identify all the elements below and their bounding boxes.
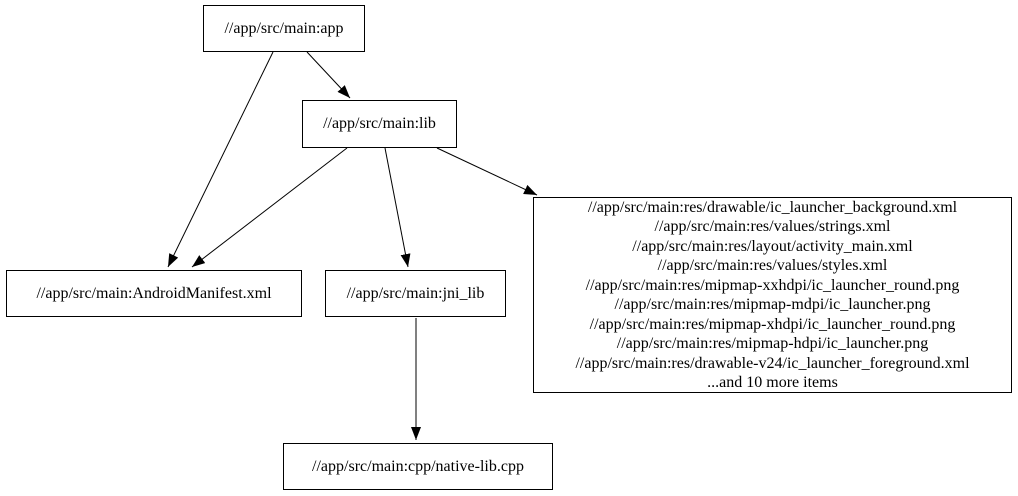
edge-app-to-manifest — [167, 51, 274, 268]
resource-line: //app/src/main:res/values/styles.xml — [657, 257, 888, 274]
edge-app-to-lib — [306, 51, 351, 99]
graph-node-android-manifest: //app/src/main:AndroidManifest.xml — [6, 270, 302, 317]
edge-lib-to-manifest — [191, 147, 348, 268]
resource-line: //app/src/main:res/drawable-v24/ic_launc… — [575, 354, 970, 372]
graph-node-jni-lib-label: //app/src/main:jni_lib — [346, 284, 485, 302]
resource-line: //app/src/main:res/values/strings.xml — [654, 218, 891, 235]
resource-line: //app/src/main:res/drawable/ic_launcher_… — [587, 198, 958, 216]
graph-node-lib: //app/src/main:lib — [302, 100, 457, 148]
resource-line: //app/src/main:res/mipmap-hdpi/ic_launch… — [616, 335, 929, 352]
graph-node-native-lib-cpp-label: //app/src/main:cpp/native-lib.cpp — [312, 457, 524, 475]
resource-line: //app/src/main:res/layout/activity_main.… — [632, 237, 913, 255]
graph-node-resources: //app/src/main:res/drawable/ic_launcher_… — [533, 197, 1012, 393]
edge-group — [167, 51, 538, 440]
resource-line: ...and 10 more items — [707, 374, 838, 391]
resource-line: //app/src/main:res/mipmap-mdpi/ic_launch… — [614, 296, 931, 313]
graph-node-app: //app/src/main:app — [203, 5, 365, 52]
graph-node-jni-lib: //app/src/main:jni_lib — [325, 270, 506, 317]
graph-node-lib-label: //app/src/main:lib — [323, 115, 436, 133]
graph-node-android-manifest-label: //app/src/main:AndroidManifest.xml — [36, 284, 272, 302]
edge-lib-to-jni_lib — [384, 147, 411, 268]
edge-lib-to-resources — [436, 147, 538, 196]
resource-line: //app/src/main:res/mipmap-xhdpi/ic_launc… — [589, 315, 956, 333]
graph-node-native-lib-cpp: //app/src/main:cpp/native-lib.cpp — [283, 443, 553, 490]
resource-line: //app/src/main:res/mipmap-xxhdpi/ic_laun… — [585, 276, 960, 294]
graph-node-app-label: //app/src/main:app — [224, 19, 344, 37]
